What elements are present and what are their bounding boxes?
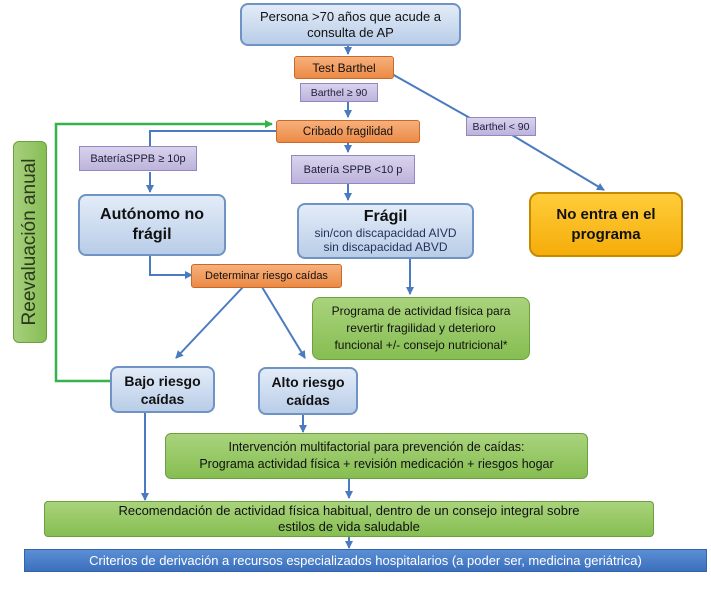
intervencion-multifactorial-node: Intervención multifactorial para prevenc… <box>165 433 588 479</box>
sppb-ge10-label: BateríaSPPB ≥ 10p <box>79 146 197 171</box>
recomendacion-node: Recomendación de actividad física habitu… <box>44 501 654 537</box>
sppb-lt10-label: Batería SPPB <10 p <box>291 155 415 184</box>
cribado-fragilidad-node: Cribado fragilidad <box>276 120 420 143</box>
alto-riesgo-node: Alto riesgo caídas <box>258 367 358 415</box>
reevaluation-loop <box>54 120 273 383</box>
line-cribado-to-sppb-ge10 <box>149 130 276 146</box>
start-node: Persona >70 años que acude a consulta de… <box>240 3 461 46</box>
determinar-riesgo-node: Determinar riesgo caídas <box>191 264 342 288</box>
arrow-riesgo-to-bajo <box>175 286 244 359</box>
line-testbarthel-to-barthel-lt90 <box>391 73 471 119</box>
barthel-ge90-label: Barthel ≥ 90 <box>300 83 378 102</box>
no-entra-node: No entra en el programa <box>529 192 683 257</box>
programa-actividad-node: Programa de actividad física para revert… <box>312 297 530 360</box>
criterios-derivacion-bar: Criterios de derivación a recursos espec… <box>24 549 707 572</box>
annual-reevaluation-box <box>13 141 47 343</box>
arrow-autonomo-to-riesgo <box>149 256 193 279</box>
annual-reevaluation-label: Reevaluación anual <box>19 158 40 326</box>
bajo-riesgo-node: Bajo riesgo caídas <box>110 366 215 413</box>
arrow-barthel-lt90-to-no-entra <box>511 134 605 191</box>
arrow-riesgo-to-alto <box>261 286 306 359</box>
autonomo-node: Autónomo no frágil <box>78 194 226 256</box>
fragil-node: Frágil sin/con discapacidad AIVD sin dis… <box>297 203 474 259</box>
test-barthel-node: Test Barthel <box>294 56 394 79</box>
barthel-lt90-label: Barthel < 90 <box>466 117 536 136</box>
